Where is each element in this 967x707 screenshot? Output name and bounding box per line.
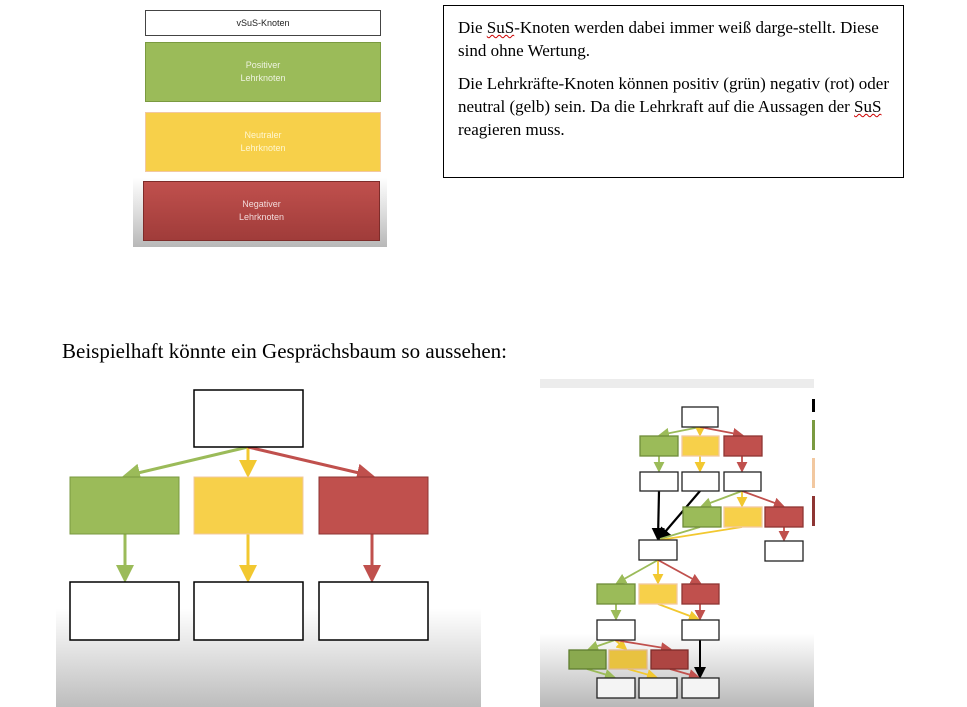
tree-sus-node bbox=[596, 619, 636, 641]
tree-negative-node bbox=[318, 476, 429, 535]
tree-positive-node bbox=[69, 476, 180, 535]
tree-sus-node bbox=[639, 471, 679, 492]
tree-sus-node bbox=[638, 677, 678, 699]
tree-root-node bbox=[193, 389, 304, 448]
tree-neutral-node bbox=[723, 506, 763, 528]
section-heading: Beispielhaft könnte ein Gesprächsbaum so… bbox=[62, 339, 507, 363]
tree-sus-node bbox=[681, 406, 719, 428]
explanation-paragraph-2: Die Lehrkräfte-Knoten können positiv (gr… bbox=[458, 74, 889, 139]
tree-negative-node bbox=[764, 506, 804, 528]
tree-sus-node bbox=[318, 581, 429, 641]
tree-neutral-node bbox=[638, 583, 678, 605]
tree-neutral-node bbox=[681, 435, 720, 457]
example-tree-simple bbox=[56, 380, 481, 707]
legend-negative-node: Negativer Lehrknoten bbox=[143, 181, 380, 241]
legend-neutral-label-1: Neutraler bbox=[244, 130, 282, 140]
tree-sus-node bbox=[638, 539, 678, 561]
tree-positive-node bbox=[596, 583, 636, 605]
legend-positive-label-2: Lehrknoten bbox=[240, 73, 286, 83]
tree-negative-node bbox=[723, 435, 763, 457]
tree-sus-node bbox=[681, 619, 720, 641]
tree-sus-node bbox=[69, 581, 180, 641]
explanation-paragraph-1: Die SuS-Knoten werden dabei immer weiß d… bbox=[458, 18, 879, 60]
tree-sus-node bbox=[596, 677, 636, 699]
tree-sus-node bbox=[681, 471, 720, 492]
tree-positive-node bbox=[639, 435, 679, 457]
tree-sus-node bbox=[723, 471, 762, 492]
tree-neutral-node bbox=[193, 476, 304, 535]
example-tree-complex bbox=[540, 379, 815, 707]
tree-positive-node bbox=[682, 506, 722, 528]
tree-negative-node bbox=[650, 649, 689, 670]
tree-negative-node bbox=[681, 583, 720, 605]
tree-positive-node bbox=[568, 649, 607, 670]
legend-image: vSuS-Knoten Positiver Lehrknoten Neutral… bbox=[133, 0, 387, 247]
legend-sus-label: vSuS-Knoten bbox=[236, 17, 290, 28]
legend-positive-label-1: Positiver bbox=[245, 60, 281, 70]
explanation-box: Die SuS-Knoten werden dabei immer weiß d… bbox=[443, 5, 904, 178]
legend-negative-label-1: Negativer bbox=[242, 199, 281, 209]
legend-neutral-node: Neutraler Lehrknoten bbox=[145, 112, 381, 172]
legend-neutral-label-2: Lehrknoten bbox=[240, 143, 286, 153]
legend-sus-node: vSuS-Knoten bbox=[145, 10, 381, 36]
tree-sus-node bbox=[681, 677, 720, 699]
tree-neutral-node bbox=[608, 649, 648, 670]
tree-sus-node bbox=[764, 540, 804, 562]
legend-negative-label-2: Lehrknoten bbox=[238, 212, 285, 222]
legend-positive-node: Positiver Lehrknoten bbox=[145, 42, 381, 102]
tree-sus-node bbox=[193, 581, 304, 641]
